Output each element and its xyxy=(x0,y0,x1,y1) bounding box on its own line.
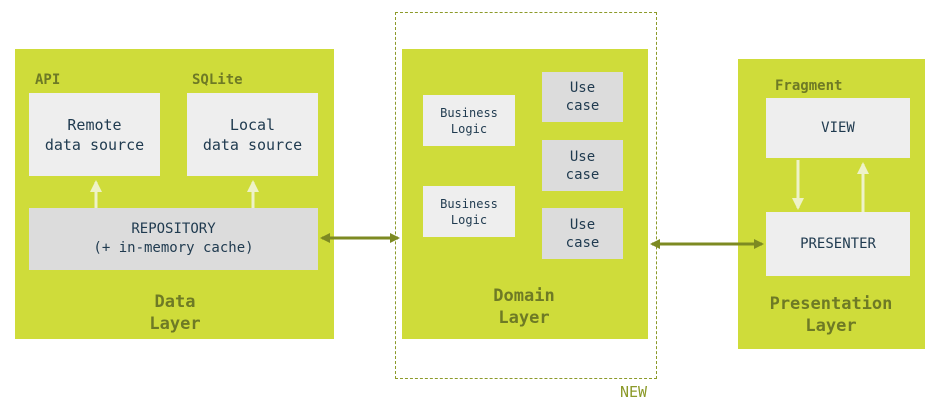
fragment-tag: Fragment xyxy=(775,78,843,94)
local-data-source-box: Local data source xyxy=(187,93,318,176)
business-logic-box-2: Business Logic xyxy=(423,186,515,237)
domain-new-outline xyxy=(395,12,657,379)
presenter-box: PRESENTER xyxy=(766,212,910,276)
use-case-box-2: Use case xyxy=(542,140,623,191)
new-label: NEW xyxy=(620,383,648,401)
data-layer-title: Data Layer xyxy=(149,292,201,334)
remote-data-source-box: Remote data source xyxy=(29,93,160,176)
domain-layer-title: Domain Layer xyxy=(493,286,555,328)
repository-box: REPOSITORY (+ in-memory cache) xyxy=(29,208,318,270)
view-box: VIEW xyxy=(766,98,910,158)
sqlite-tag: SQLite xyxy=(192,72,243,88)
presentation-layer-title: Presentation Layer xyxy=(769,294,893,336)
business-logic-box-1: Business Logic xyxy=(423,95,515,146)
use-case-box-1: Use case xyxy=(542,72,623,122)
api-tag: API xyxy=(35,72,61,88)
use-case-box-3: Use case xyxy=(542,208,623,259)
